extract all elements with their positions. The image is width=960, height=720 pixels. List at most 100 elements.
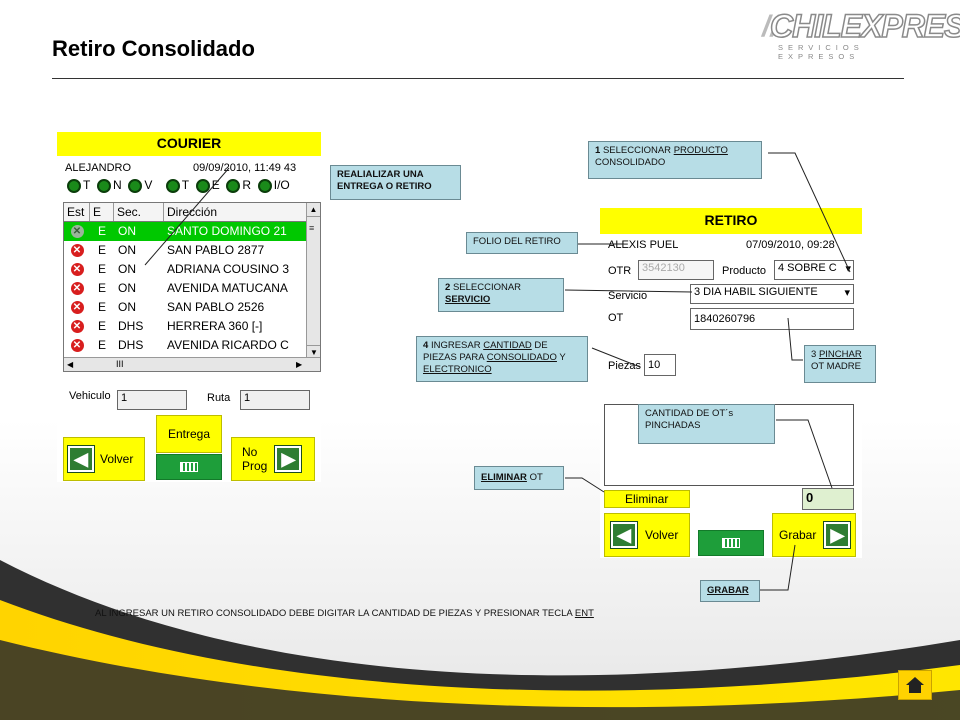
scroll-down-icon[interactable]: ▼ [307,345,320,359]
status-error-icon: ✕ [70,301,84,314]
keyboard-icon [722,538,740,548]
cell-direccion: HERRERA 360 [-] [167,319,263,333]
indicator-io: I/O [273,178,290,192]
indicator-t2: T [181,178,190,192]
table-row[interactable]: ✕ E ON ADRIANA COUSINO 3 [64,260,320,279]
callout-entrega-retiro: REALIALIZAR UNA ENTREGA O RETIRO [330,165,461,200]
vehiculo-field[interactable]: 1 [117,390,187,410]
indicator-r: R [242,178,252,192]
col-direccion[interactable]: Dirección [164,203,320,221]
callout-text: OT MADRE [811,361,861,372]
callout-keyword: CONSOLIDADO [486,352,557,363]
eliminar-label: Eliminar [625,492,669,506]
keyboard-button[interactable] [156,454,222,480]
volver-label: Volver [100,452,134,466]
pinched-count-field: 0 [802,488,854,510]
cell-direccion: SANTO DOMINGO 21 [167,224,287,238]
eliminar-button[interactable]: Eliminar [604,490,690,508]
home-icon [906,677,924,693]
status-cell: ✕ [64,279,90,298]
callout-servicio: 2 SELECCIONAR SERVICIO [438,278,564,312]
logo-tagline: SERVICIOS EXPRESOS [778,43,864,61]
scroll-right-icon[interactable]: ▶ [296,360,303,369]
keyboard-button[interactable] [698,530,764,556]
callout-text: SELECCIONAR [602,145,672,156]
scroll-thumb[interactable]: ≡ [309,223,315,233]
led-icon [67,178,81,193]
indicator-n: N [113,178,122,192]
callout-folio-text: FOLIO DEL RETIRO [473,236,561,247]
ot-field[interactable]: 1840260796 [690,308,854,330]
entrega-button[interactable]: Entrega [156,415,222,453]
scroll-up-icon[interactable]: ▲ [307,203,320,217]
logo-brand-text: CHILEXPRESS [769,7,960,45]
callout-text: DE PIEZAS PARA [423,340,548,363]
step-number: 4 [423,340,429,351]
callout-grabar-text: GRABAR [707,585,749,596]
cell-direccion: SAN PABLO 2526 [167,300,265,314]
status-cell: ✕ [64,317,90,336]
status-cell: ✕ [64,336,90,355]
volver-label: Volver [645,528,679,542]
servicio-select[interactable]: 3 DIA HABIL SIGUIENTE ▾ [690,284,854,304]
col-e[interactable]: E [90,203,114,221]
courier-datetime: 09/09/2010, 11:49 43 [193,162,297,174]
led-icon [195,178,210,193]
piezas-field[interactable]: 10 [644,354,676,376]
hscroll-thumb[interactable]: III [116,359,124,369]
courier-user: ALEJANDRO [65,162,132,174]
ruta-field[interactable]: 1 [240,390,310,410]
otr-label: OTR [608,265,632,277]
no-prog-label: No Prog [242,445,268,473]
step-number: 2 [445,282,451,293]
cell-sec: DHS [118,338,144,352]
courier-header: COURIER [57,132,321,156]
callout-eliminar: ELIMINAR OT [474,466,564,490]
status-error-icon: ✕ [70,339,84,352]
callout-text: CONSOLIDADO [595,157,666,168]
servicio-label: Servicio [608,290,648,302]
led-icon [226,178,241,193]
producto-select[interactable]: 4 SOBRE C ▾ [774,260,854,280]
callout-entrega-text: REALIALIZAR UNA ENTREGA O RETIRO [337,169,432,192]
status-done-icon: ✕ [70,225,84,238]
callout-text: INGRESAR [430,340,481,351]
volver-button[interactable]: ◀ Volver [63,437,145,481]
volver-button[interactable]: ◀ Volver [604,513,690,557]
arrow-left-icon: ◀ [610,521,638,549]
led-icon [257,178,272,193]
grabar-button[interactable]: Grabar ▶ [772,513,856,557]
status-error-icon: ✕ [70,282,84,295]
callout-keyword: PINCHAR [818,349,862,360]
callout-folio: FOLIO DEL RETIRO [466,232,578,254]
cell-direccion: AVENIDA MATUCANA [167,281,288,295]
cell-sec: ON [118,262,136,276]
indicator-v: V [144,178,153,192]
led-icon [97,178,112,193]
horizontal-scrollbar[interactable]: ◀ III ▶ [64,357,320,371]
status-error-icon: ✕ [70,263,84,276]
no-prog-button[interactable]: No Prog ▶ [231,437,315,481]
cell-direccion: ADRIANA COUSINO 3 [167,262,290,276]
dropdown-arrow-icon: ▾ [844,287,850,299]
indicator-e: E [211,178,220,192]
cell-e: E [98,262,107,276]
col-est[interactable]: Est [64,203,90,221]
logo-slash-mark: // [762,10,779,43]
col-sec[interactable]: Sec. [114,203,164,221]
home-button[interactable] [898,670,932,700]
scroll-left-icon[interactable]: ◀ [67,360,74,369]
producto-label: Producto [722,265,767,277]
status-error-icon: ✕ [70,244,84,257]
ot-label: OT [608,312,624,324]
callout-text: SELECCIONAR [452,282,522,293]
status-error-icon: ✕ [70,320,84,333]
otr-field[interactable]: 3542130 [638,260,714,280]
vertical-scrollbar[interactable]: ▲ ≡ ▼ [306,203,320,371]
